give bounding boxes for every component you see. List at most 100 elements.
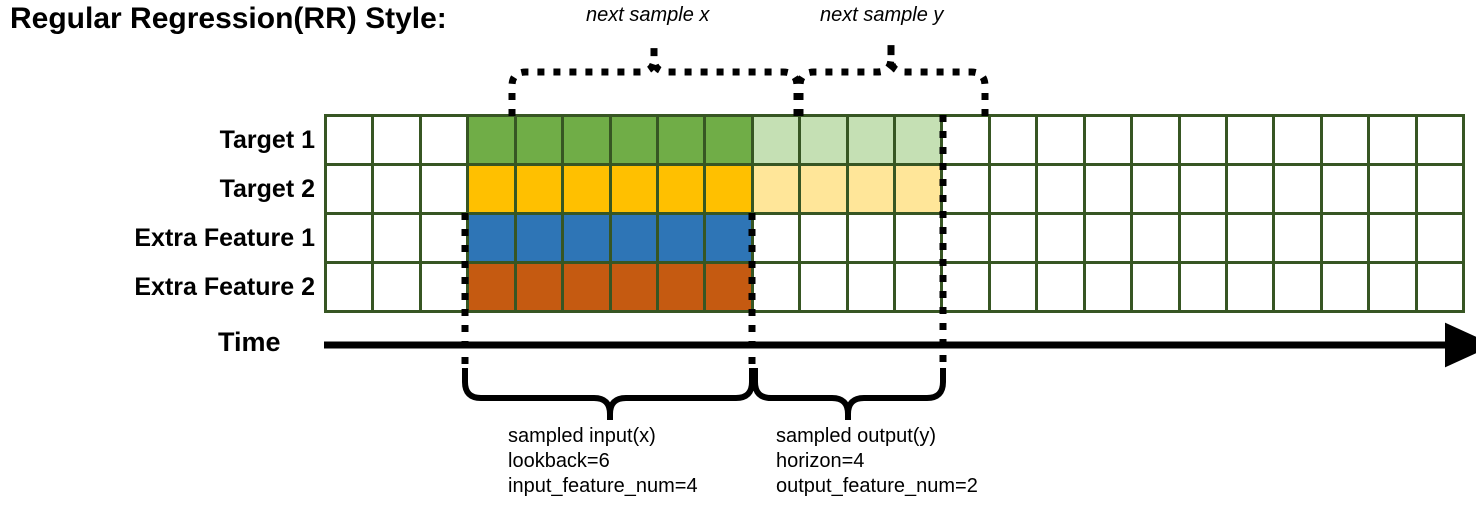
grid-cell xyxy=(513,212,565,264)
grid-row-target-2 xyxy=(324,163,1466,215)
grid-cell xyxy=(987,261,1039,313)
grid-cell xyxy=(987,212,1039,264)
grid-cell xyxy=(1177,163,1229,215)
sampled-input-brace xyxy=(462,368,755,420)
grid-cell xyxy=(798,163,849,215)
grid-cell xyxy=(1319,261,1371,313)
grid-cell xyxy=(1367,261,1418,313)
row-label-target-1: Target 1 xyxy=(219,126,315,154)
sampled-output-line-3: output_feature_num=2 xyxy=(776,475,978,497)
grid-cell xyxy=(1272,163,1323,215)
grid-cell xyxy=(1035,114,1086,166)
grid-cell xyxy=(1082,261,1134,313)
grid-cell xyxy=(845,114,897,166)
grid-cell xyxy=(1082,212,1134,264)
grid-cell xyxy=(418,163,470,215)
sampled-output-caption: sampled output(y) horizon=4 output_featu… xyxy=(776,424,978,499)
grid-cell xyxy=(845,163,897,215)
grid-cell xyxy=(561,212,612,264)
grid-cell xyxy=(1225,163,1276,215)
grid-row-extra-feature-2 xyxy=(324,261,1466,313)
grid-cell xyxy=(1035,261,1086,313)
grid-cell xyxy=(987,114,1039,166)
sampled-output-line-1: sampled output(y) xyxy=(776,425,937,447)
grid-cell xyxy=(513,114,565,166)
time-axis-label: Time xyxy=(218,327,281,357)
grid-cell xyxy=(703,212,754,264)
next-sample-y-label: next sample y xyxy=(820,4,944,26)
grid-cell xyxy=(893,212,944,264)
grid-cell xyxy=(324,114,375,166)
grid-cell xyxy=(1367,163,1418,215)
grid-cell xyxy=(940,212,991,264)
grid-cell xyxy=(655,114,707,166)
grid-cell xyxy=(655,212,707,264)
grid-cell xyxy=(513,261,565,313)
grid-cell xyxy=(750,114,802,166)
grid-cell xyxy=(418,114,470,166)
sampled-input-line-3: input_feature_num=4 xyxy=(508,475,698,497)
grid-cell xyxy=(1130,163,1181,215)
sampled-output-brace xyxy=(752,368,946,420)
grid-cell xyxy=(371,114,422,166)
grid-cell xyxy=(798,114,849,166)
grid-cell xyxy=(845,261,897,313)
sampled-input-caption: sampled input(x) lookback=6 input_featur… xyxy=(508,424,698,499)
sampled-output-line-2: horizon=4 xyxy=(776,450,865,472)
grid-cell xyxy=(466,114,517,166)
grid-cell xyxy=(1225,114,1276,166)
next-sample-x-brace xyxy=(508,44,801,116)
grid-cell xyxy=(750,163,802,215)
grid-cell xyxy=(418,261,470,313)
grid-cell xyxy=(1130,212,1181,264)
grid-cell xyxy=(1082,163,1134,215)
grid-cell xyxy=(1177,261,1229,313)
grid-cell xyxy=(608,261,659,313)
grid-cell xyxy=(1225,261,1276,313)
grid-cell xyxy=(798,212,849,264)
grid-cell xyxy=(1319,163,1371,215)
grid-cell xyxy=(655,261,707,313)
grid-cell xyxy=(1177,114,1229,166)
grid-cell xyxy=(893,163,944,215)
grid-cell xyxy=(608,212,659,264)
grid-cell xyxy=(798,261,849,313)
grid-cell xyxy=(655,163,707,215)
grid-cell xyxy=(1130,114,1181,166)
grid-cell xyxy=(324,261,375,313)
grid-cell xyxy=(703,114,754,166)
sampled-input-line-2: lookback=6 xyxy=(508,450,610,472)
row-label-group: Target 1 Target 2 Extra Feature 1 Extra … xyxy=(10,114,315,314)
grid-cell xyxy=(466,163,517,215)
grid-cell xyxy=(845,212,897,264)
grid-cell xyxy=(893,114,944,166)
grid-cell xyxy=(371,212,422,264)
timeline-grid xyxy=(324,114,1466,313)
grid-cell xyxy=(1082,114,1134,166)
row-label-target-2: Target 2 xyxy=(219,175,315,203)
row-label-extra-feature-1: Extra Feature 1 xyxy=(134,224,315,252)
grid-cell xyxy=(1414,114,1466,166)
grid-cell xyxy=(1225,212,1276,264)
grid-cell xyxy=(750,212,802,264)
grid-cell xyxy=(1272,261,1323,313)
grid-cell xyxy=(513,163,565,215)
grid-cell xyxy=(940,114,991,166)
grid-cell xyxy=(940,163,991,215)
grid-cell xyxy=(371,261,422,313)
grid-row-extra-feature-1 xyxy=(324,212,1466,264)
grid-cell xyxy=(561,163,612,215)
grid-cell xyxy=(987,163,1039,215)
grid-cell xyxy=(1367,114,1418,166)
grid-cell xyxy=(1414,212,1466,264)
grid-row-target-1 xyxy=(324,114,1466,166)
grid-cell xyxy=(324,163,375,215)
next-sample-y-brace xyxy=(796,44,989,116)
grid-cell xyxy=(1177,212,1229,264)
grid-cell xyxy=(1319,114,1371,166)
grid-cell xyxy=(1272,114,1323,166)
sampled-input-line-1: sampled input(x) xyxy=(508,425,656,447)
grid-cell xyxy=(418,212,470,264)
grid-cell xyxy=(893,261,944,313)
grid-cell xyxy=(1035,212,1086,264)
